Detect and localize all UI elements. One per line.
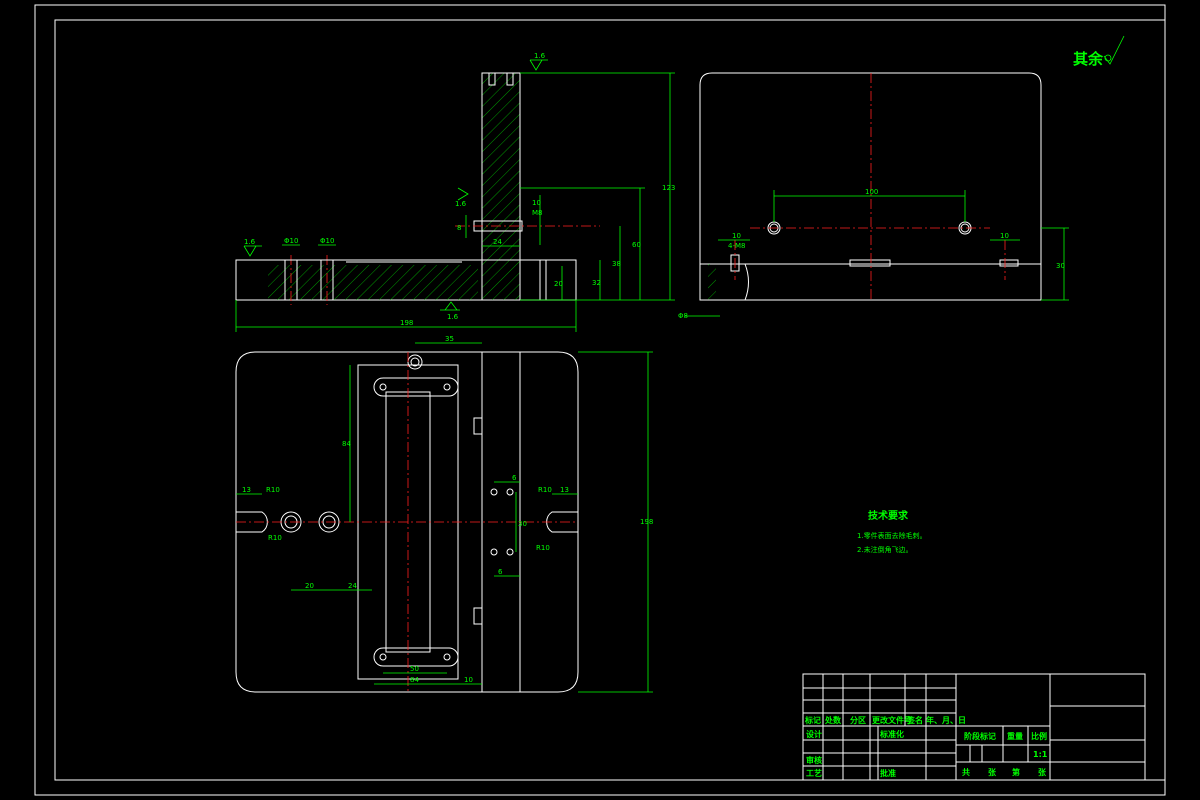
front-dimensions: 198 123 60 38 32 20 24 Φ10 Φ10 10 M8 8 1… bbox=[235, 52, 675, 332]
tech-title: 技术要求 bbox=[868, 509, 909, 522]
side-view bbox=[699, 72, 1042, 301]
dim-top-bottom-84: 84 bbox=[410, 676, 419, 684]
title-block: 标记 处数 分区 更改文件号 签名 年、月、日 设计 标准化 审核 工艺 批准 … bbox=[802, 673, 1146, 781]
tb-sheet-label: 第 bbox=[1012, 767, 1020, 777]
dim-top-6b: 6 bbox=[498, 568, 503, 576]
dim-top-198: 198 bbox=[640, 518, 653, 526]
dim-top-r10b: R10 bbox=[268, 534, 282, 542]
dim-top-bottom-10: 10 bbox=[464, 676, 473, 684]
dim-top-13-right: 13 bbox=[560, 486, 569, 494]
dim-top-35: 35 bbox=[445, 335, 454, 343]
dim-side-left2: 4-M8 bbox=[728, 242, 745, 250]
tb-process: 工艺 bbox=[806, 768, 822, 778]
dim-front-hole-d: M8 bbox=[532, 209, 543, 217]
sheet-outer-border bbox=[34, 4, 1166, 796]
dim-top-84: 84 bbox=[342, 440, 351, 448]
sheet-inner-border bbox=[54, 19, 1166, 781]
tb-scale-label: 比例 bbox=[1031, 731, 1047, 741]
tb-change-doc: 更改文件号 bbox=[872, 715, 912, 725]
dim-top-r10: R10 bbox=[266, 486, 280, 494]
side-dimensions: 100 10 4-M8 10 30 Φ8 bbox=[678, 188, 1069, 320]
tb-stage-mark: 阶段标记 bbox=[964, 731, 996, 741]
dim-top-r10-right-b: R10 bbox=[536, 544, 550, 552]
roughness-note: 其余 bbox=[1073, 35, 1125, 68]
roughness-mark-3: 1.6 bbox=[455, 200, 467, 208]
dim-top-30: 30 bbox=[518, 520, 527, 528]
dim-front-hole-h: 10 bbox=[532, 199, 541, 207]
tech-item-1: 1.零件表面去除毛刺。 bbox=[857, 531, 927, 540]
tb-standard: 标准化 bbox=[879, 729, 904, 739]
dim-side-spacing: 100 bbox=[865, 188, 878, 196]
dim-top-bottom-50: 50 bbox=[410, 665, 419, 673]
tech-item-2: 2.未注倒角飞边。 bbox=[857, 545, 913, 554]
dim-top-20: 20 bbox=[305, 582, 314, 590]
dim-front-width: 198 bbox=[400, 319, 413, 327]
roughness-note-text: 其余 bbox=[1073, 50, 1104, 68]
roughness-mark-2: 1.6 bbox=[534, 52, 546, 60]
dim-front-h4: 20 bbox=[554, 280, 563, 288]
dim-front-slot2: Φ10 bbox=[320, 237, 334, 245]
dim-top-24: 24 bbox=[348, 582, 357, 590]
dim-top-13-left: 13 bbox=[242, 486, 251, 494]
dim-top-6a: 6 bbox=[512, 474, 517, 482]
dim-front-height: 123 bbox=[662, 184, 675, 192]
tb-weight: 重量 bbox=[1007, 731, 1023, 741]
dim-side-height: 30 bbox=[1056, 262, 1065, 270]
tb-review: 审核 bbox=[806, 755, 822, 765]
dim-side-right: 10 bbox=[1000, 232, 1009, 240]
tb-approve: 批准 bbox=[880, 768, 896, 778]
roughness-mark-4: 1.6 bbox=[447, 313, 459, 321]
tb-count: 处数 bbox=[824, 715, 842, 725]
front-section-view bbox=[235, 72, 600, 305]
tb-total-unit: 张 bbox=[988, 768, 997, 777]
top-view bbox=[235, 351, 579, 693]
dim-front-h2: 38 bbox=[612, 260, 621, 268]
tb-total-label: 共 bbox=[962, 767, 970, 777]
dim-side-left1: 10 bbox=[732, 232, 741, 240]
technical-requirements: 技术要求 1.零件表面去除毛刺。 2.未注倒角飞边。 bbox=[857, 509, 927, 554]
dim-front-slot1: Φ10 bbox=[284, 237, 298, 245]
dim-front-h1: 60 bbox=[632, 241, 641, 249]
dim-side-bottom: Φ8 bbox=[678, 312, 688, 320]
top-dimensions: 35 84 13 R10 R10 20 24 6 6 30 13 R10 R10… bbox=[236, 335, 653, 693]
roughness-mark-1: 1.6 bbox=[244, 238, 256, 246]
tb-zone: 分区 bbox=[850, 715, 866, 725]
tb-signature: 签名 bbox=[906, 715, 923, 725]
dim-top-r10-right: R10 bbox=[538, 486, 552, 494]
dim-front-w1: 24 bbox=[493, 238, 502, 246]
tb-design: 设计 bbox=[806, 729, 822, 739]
dim-front-small: 8 bbox=[457, 224, 461, 232]
tb-mark: 标记 bbox=[804, 715, 821, 725]
tb-scale-value: 1:1 bbox=[1033, 750, 1048, 759]
dim-front-h3: 32 bbox=[592, 279, 601, 287]
tb-date: 年、月、日 bbox=[926, 715, 966, 725]
tb-sheet-unit: 张 bbox=[1038, 768, 1047, 777]
